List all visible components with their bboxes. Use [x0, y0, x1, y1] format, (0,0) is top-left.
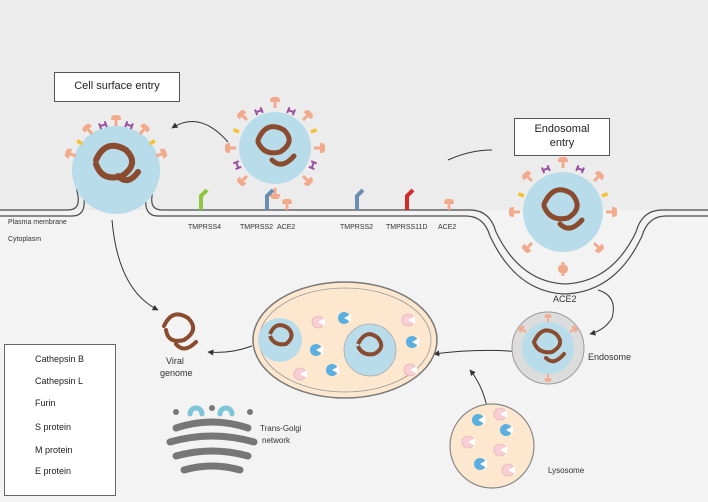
endosomal-virion [509, 157, 617, 276]
arrow-genome-release [111, 219, 159, 311]
cell-surface-entry-label: Cell surface entry [74, 80, 160, 93]
receptor-tmprss4 [199, 188, 209, 210]
viral-genome-label-1: Viral [166, 356, 184, 366]
arrow-to-endosomal-entry [447, 149, 493, 161]
cell-surface-entry-box: Cell surface entry [54, 72, 180, 102]
tmprss11d-label: TMPRSS11D [386, 224, 428, 231]
viral-genome [162, 312, 198, 351]
endosome-label: Endosome [588, 352, 632, 362]
legend-label: Furin [35, 398, 56, 408]
ace2-label-a: ACE2 [277, 224, 296, 231]
tmprss2-label-b: TMPRSS2 [340, 224, 374, 231]
viral-genome-label-2: genome [160, 368, 193, 378]
arrow-to-endosome [589, 289, 614, 336]
legend-item-m-protein: M protein [5, 441, 115, 461]
lysosome-label: Lysosome [548, 466, 585, 475]
ace2-endosomal-label: ACE2 [553, 294, 577, 304]
legend-label: Cathepsin B [35, 354, 85, 364]
legend: Cathepsin B Cathepsin L Furin S protein … [4, 344, 116, 496]
legend-item-cathepsin-b: Cathepsin B [5, 350, 115, 370]
legend-item-s-protein: S protein [5, 418, 115, 438]
trans-golgi-label-2: network [262, 436, 291, 445]
legend-label: M protein [35, 445, 73, 455]
arrow-to-surface-entry [171, 121, 229, 143]
legend-label: E protein [35, 466, 72, 476]
receptor-tmprss11d [405, 188, 415, 210]
legend-label: S protein [35, 422, 72, 432]
legend-label: Cathepsin L [35, 376, 84, 386]
arrow-to-viral-genome [207, 345, 253, 356]
legend-item-cathepsin-l: Cathepsin L [5, 372, 115, 392]
trans-golgi-label-1: Trans-Golgi [260, 424, 302, 433]
endolysosome [252, 281, 438, 399]
legend-item-furin: Furin [5, 394, 115, 414]
cytoplasm-label: Cytoplasm [8, 236, 42, 243]
endosome [511, 311, 585, 385]
endosomal-entry-label-1: Endosomal [534, 123, 590, 136]
receptor-tmprss2-b [355, 188, 365, 210]
trans-golgi-network [166, 405, 258, 474]
ace2-label-b: ACE2 [438, 224, 457, 231]
tmprss2-label-a: TMPRSS2 [240, 224, 274, 231]
lysosome [449, 403, 535, 489]
endosomal-entry-box: Endosomal entry [514, 118, 610, 156]
fusing-virion [63, 115, 169, 214]
free-virion [225, 97, 325, 199]
tmprss4-label: TMPRSS4 [188, 224, 222, 231]
plasma-membrane-label: Plasma membrane [8, 219, 67, 226]
receptor-tmprss2-a [265, 188, 275, 210]
endosomal-entry-label-2: entry [549, 137, 575, 149]
legend-item-e-protein: E protein [5, 462, 115, 482]
